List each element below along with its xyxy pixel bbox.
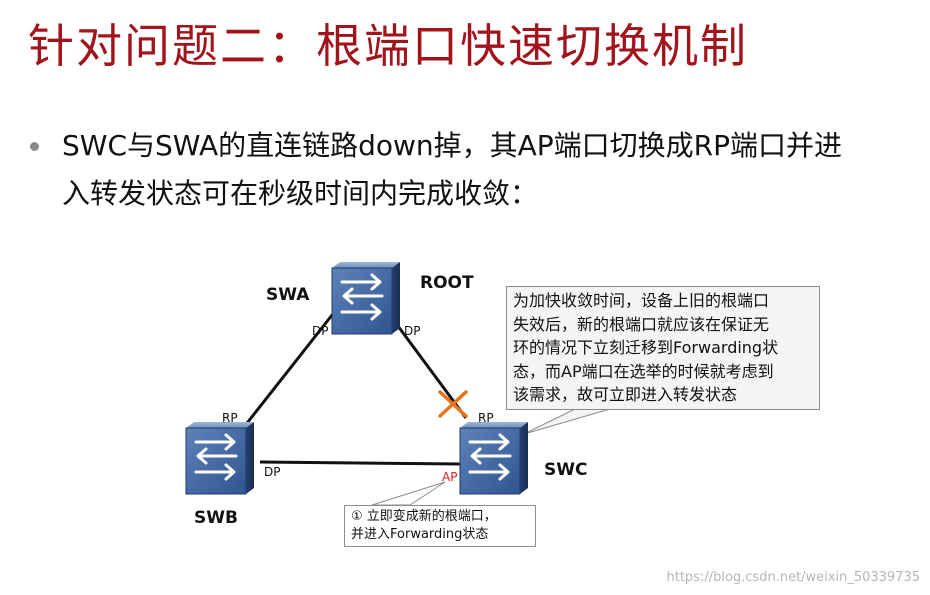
swb-right-port-label: DP <box>264 465 280 479</box>
note1-pointer <box>523 408 611 435</box>
swa-label: SWA <box>266 285 310 305</box>
swc-label: SWC <box>544 460 587 480</box>
note2-pointer <box>371 481 446 506</box>
bullet-dot <box>30 142 39 151</box>
callout-line-1: 为加快收敛时间，设备上旧的根端口 <box>513 291 770 310</box>
swb-switch-icon <box>184 420 256 496</box>
swa-switch-icon <box>330 260 402 336</box>
page-title: 针对问题二：根端口快速切换机制 <box>28 19 748 73</box>
swa-left-port-label: DP <box>312 324 328 338</box>
swc-left-port-label: AP <box>442 470 457 484</box>
callout-line-5: 该需求，故可立即进入转发状态 <box>513 385 738 404</box>
bullet-text-line-1: SWC与SWA的直连链路down掉，其AP端口切换成RP端口并进 <box>62 129 843 162</box>
watermark: https://blog.csdn.net/weixin_50339735 <box>666 570 920 585</box>
bullet-text-line-2: 入转发状态可在秒级时间内完成收敛： <box>62 177 539 210</box>
callout-line-2: 失效后，新的根端口就应该在保证无 <box>513 314 770 334</box>
link-swb-swc <box>259 460 463 466</box>
callout-line-3: 环的情况下立刻迁移到Forwarding状 <box>513 338 779 357</box>
link-swa-swb <box>238 309 338 433</box>
swb-label: SWB <box>194 508 238 528</box>
explanation-callout: 为加快收敛时间，设备上旧的根端口 失效后，新的根端口就应该在保证无 环的情况下立… <box>506 286 820 410</box>
swa-right-port-label: DP <box>404 324 420 338</box>
link-failure-icon <box>438 390 468 418</box>
ap-callout: ① 立即变成新的根端口， 并进入Forwarding状态 <box>344 505 536 547</box>
ap-callout-line-1: ① 立即变成新的根端口， <box>351 509 497 524</box>
callout-line-4: 态，而AP端口在选举的时候就考虑到 <box>513 361 774 381</box>
ap-callout-line-2: 并进入Forwarding状态 <box>351 527 489 542</box>
swc-top-port-label: RP <box>478 411 494 425</box>
swc-switch-icon <box>458 420 530 496</box>
root-label: ROOT <box>420 273 474 293</box>
swb-top-port-label: RP <box>222 411 238 425</box>
